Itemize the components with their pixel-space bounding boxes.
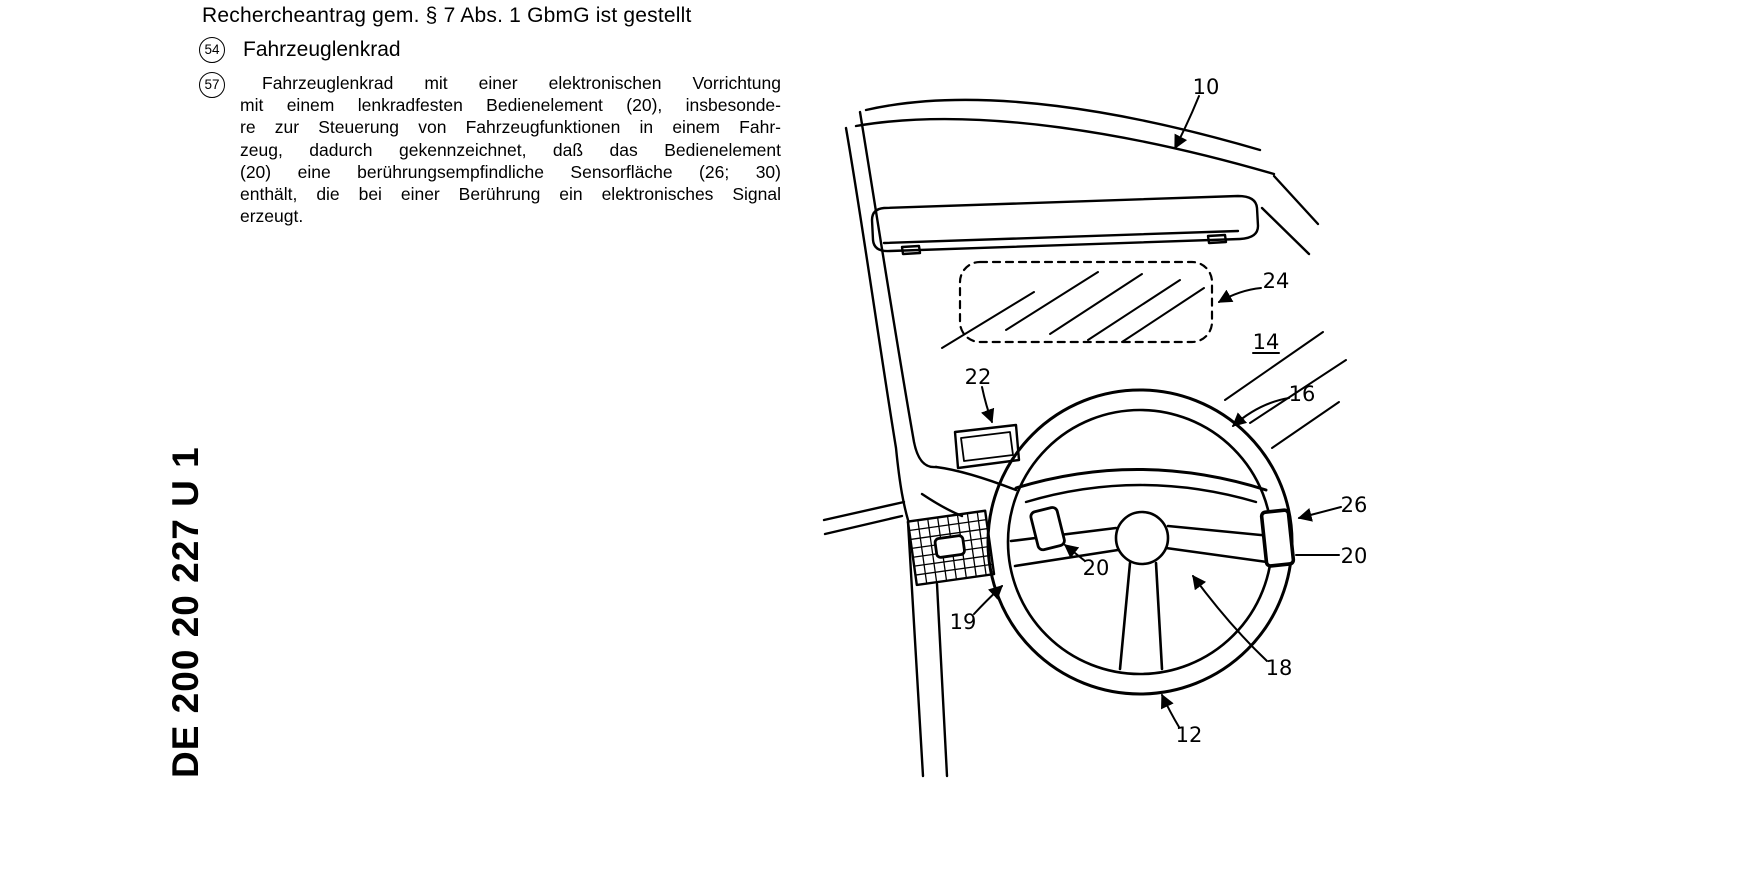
abstract-text: Fahrzeuglenkrad mit einer elektronischen… [240, 72, 781, 227]
windshield-frame-right-lower [1260, 206, 1311, 256]
leader-20-left [1063, 544, 1086, 562]
ref-label-26: 26 [1341, 493, 1368, 517]
door-top-line-2 [823, 514, 904, 536]
inid-code-54: 54 [199, 37, 225, 63]
instrument-cowl-bottom [1024, 483, 1258, 504]
leader-10 [1174, 95, 1200, 150]
steering-wheel [986, 388, 1294, 696]
abstract-line: re zur Steuerung von Fahrzeugfunktionen … [240, 117, 781, 138]
console-line-2 [935, 582, 949, 778]
patent-figure: 10 24 14 16 22 26 20 20 19 18 12 [822, 75, 1368, 778]
abstract-line: Fahrzeuglenkrad mit einer elektronischen… [262, 73, 781, 93]
dash-line-upper [934, 465, 1018, 492]
invention-title: Fahrzeuglenkrad [243, 38, 401, 61]
abstract-line: erzeugt. [240, 206, 304, 227]
publication-number: DE 200 20 227 U 1 [165, 446, 206, 778]
vent-knob [933, 534, 966, 559]
a-pillar-inner [844, 126, 910, 522]
windshield-hatch-lines [941, 271, 1347, 449]
steering-wheel-rim-outer [986, 388, 1294, 696]
leader-26 [1297, 506, 1342, 522]
ref-label-12: 12 [1176, 723, 1203, 747]
steering-wheel-hub [1114, 510, 1170, 566]
title-field: 54 Fahrzeuglenkrad [199, 37, 401, 63]
leader-lines [973, 95, 1342, 728]
windshield-frame-right-upper [1272, 174, 1320, 226]
leader-12 [1161, 693, 1180, 728]
dash-line-lower [920, 492, 964, 518]
search-request-note: Rechercheantrag gem. § 7 Abs. 1 GbmG ist… [202, 4, 692, 27]
sensor-element-right [1259, 508, 1296, 568]
inid-code-57: 57 [199, 72, 225, 98]
ref-label-24: 24 [1263, 269, 1290, 293]
leader-16 [1231, 397, 1290, 427]
spoke-bottom-right [1154, 561, 1164, 671]
ref-label-22: 22 [965, 365, 992, 389]
ref-label-16: 16 [1289, 382, 1316, 406]
ref-label-20-right: 20 [1341, 544, 1368, 568]
abstract-line: zeug, dadurch gekennzeichnet, daß das Be… [240, 139, 781, 160]
sun-visor-tab-right [1206, 233, 1228, 245]
a-pillar-outer [858, 110, 938, 469]
display-unit [953, 423, 1021, 470]
vent-grille-grid [908, 511, 994, 585]
sun-visor-outline [870, 194, 1260, 253]
roof-line-inner [854, 117, 1276, 176]
leader-18 [1192, 574, 1268, 662]
console-line-1 [906, 520, 925, 778]
ref-label-18: 18 [1266, 656, 1293, 680]
airbag-dashed-outline [958, 260, 1214, 344]
figure-drawing [822, 98, 1347, 778]
leader-22 [981, 386, 995, 424]
roof-line-outer [864, 98, 1262, 152]
door-top-line-1 [822, 500, 906, 522]
instrument-cowl-top [1014, 468, 1268, 492]
spoke-bottom-left [1118, 561, 1132, 671]
ref-label-20-left: 20 [1083, 556, 1110, 580]
abstract-line: mit einem lenkradfesten Bedienelement (2… [240, 95, 781, 116]
ref-label-10: 10 [1193, 75, 1220, 99]
spoke-right-bottom [1164, 546, 1269, 564]
sun-visor-inner-line [882, 229, 1240, 245]
control-element-left [1029, 506, 1066, 552]
ref-label-19: 19 [950, 610, 977, 634]
abstract-line: (20) eine berührungsempfindliche Sensorf… [240, 161, 781, 182]
abstract-line: enthält, die bei einer Berührung ein ele… [240, 184, 781, 205]
ref-label-14: 14 [1253, 330, 1280, 354]
sun-visor-tab-left [900, 244, 922, 256]
reference-numerals: 10 24 14 16 22 26 20 20 19 18 12 [950, 75, 1368, 747]
leader-24 [1217, 287, 1262, 303]
spoke-right-top [1166, 524, 1273, 538]
leader-19 [973, 585, 1004, 615]
vent-grille [906, 509, 996, 587]
